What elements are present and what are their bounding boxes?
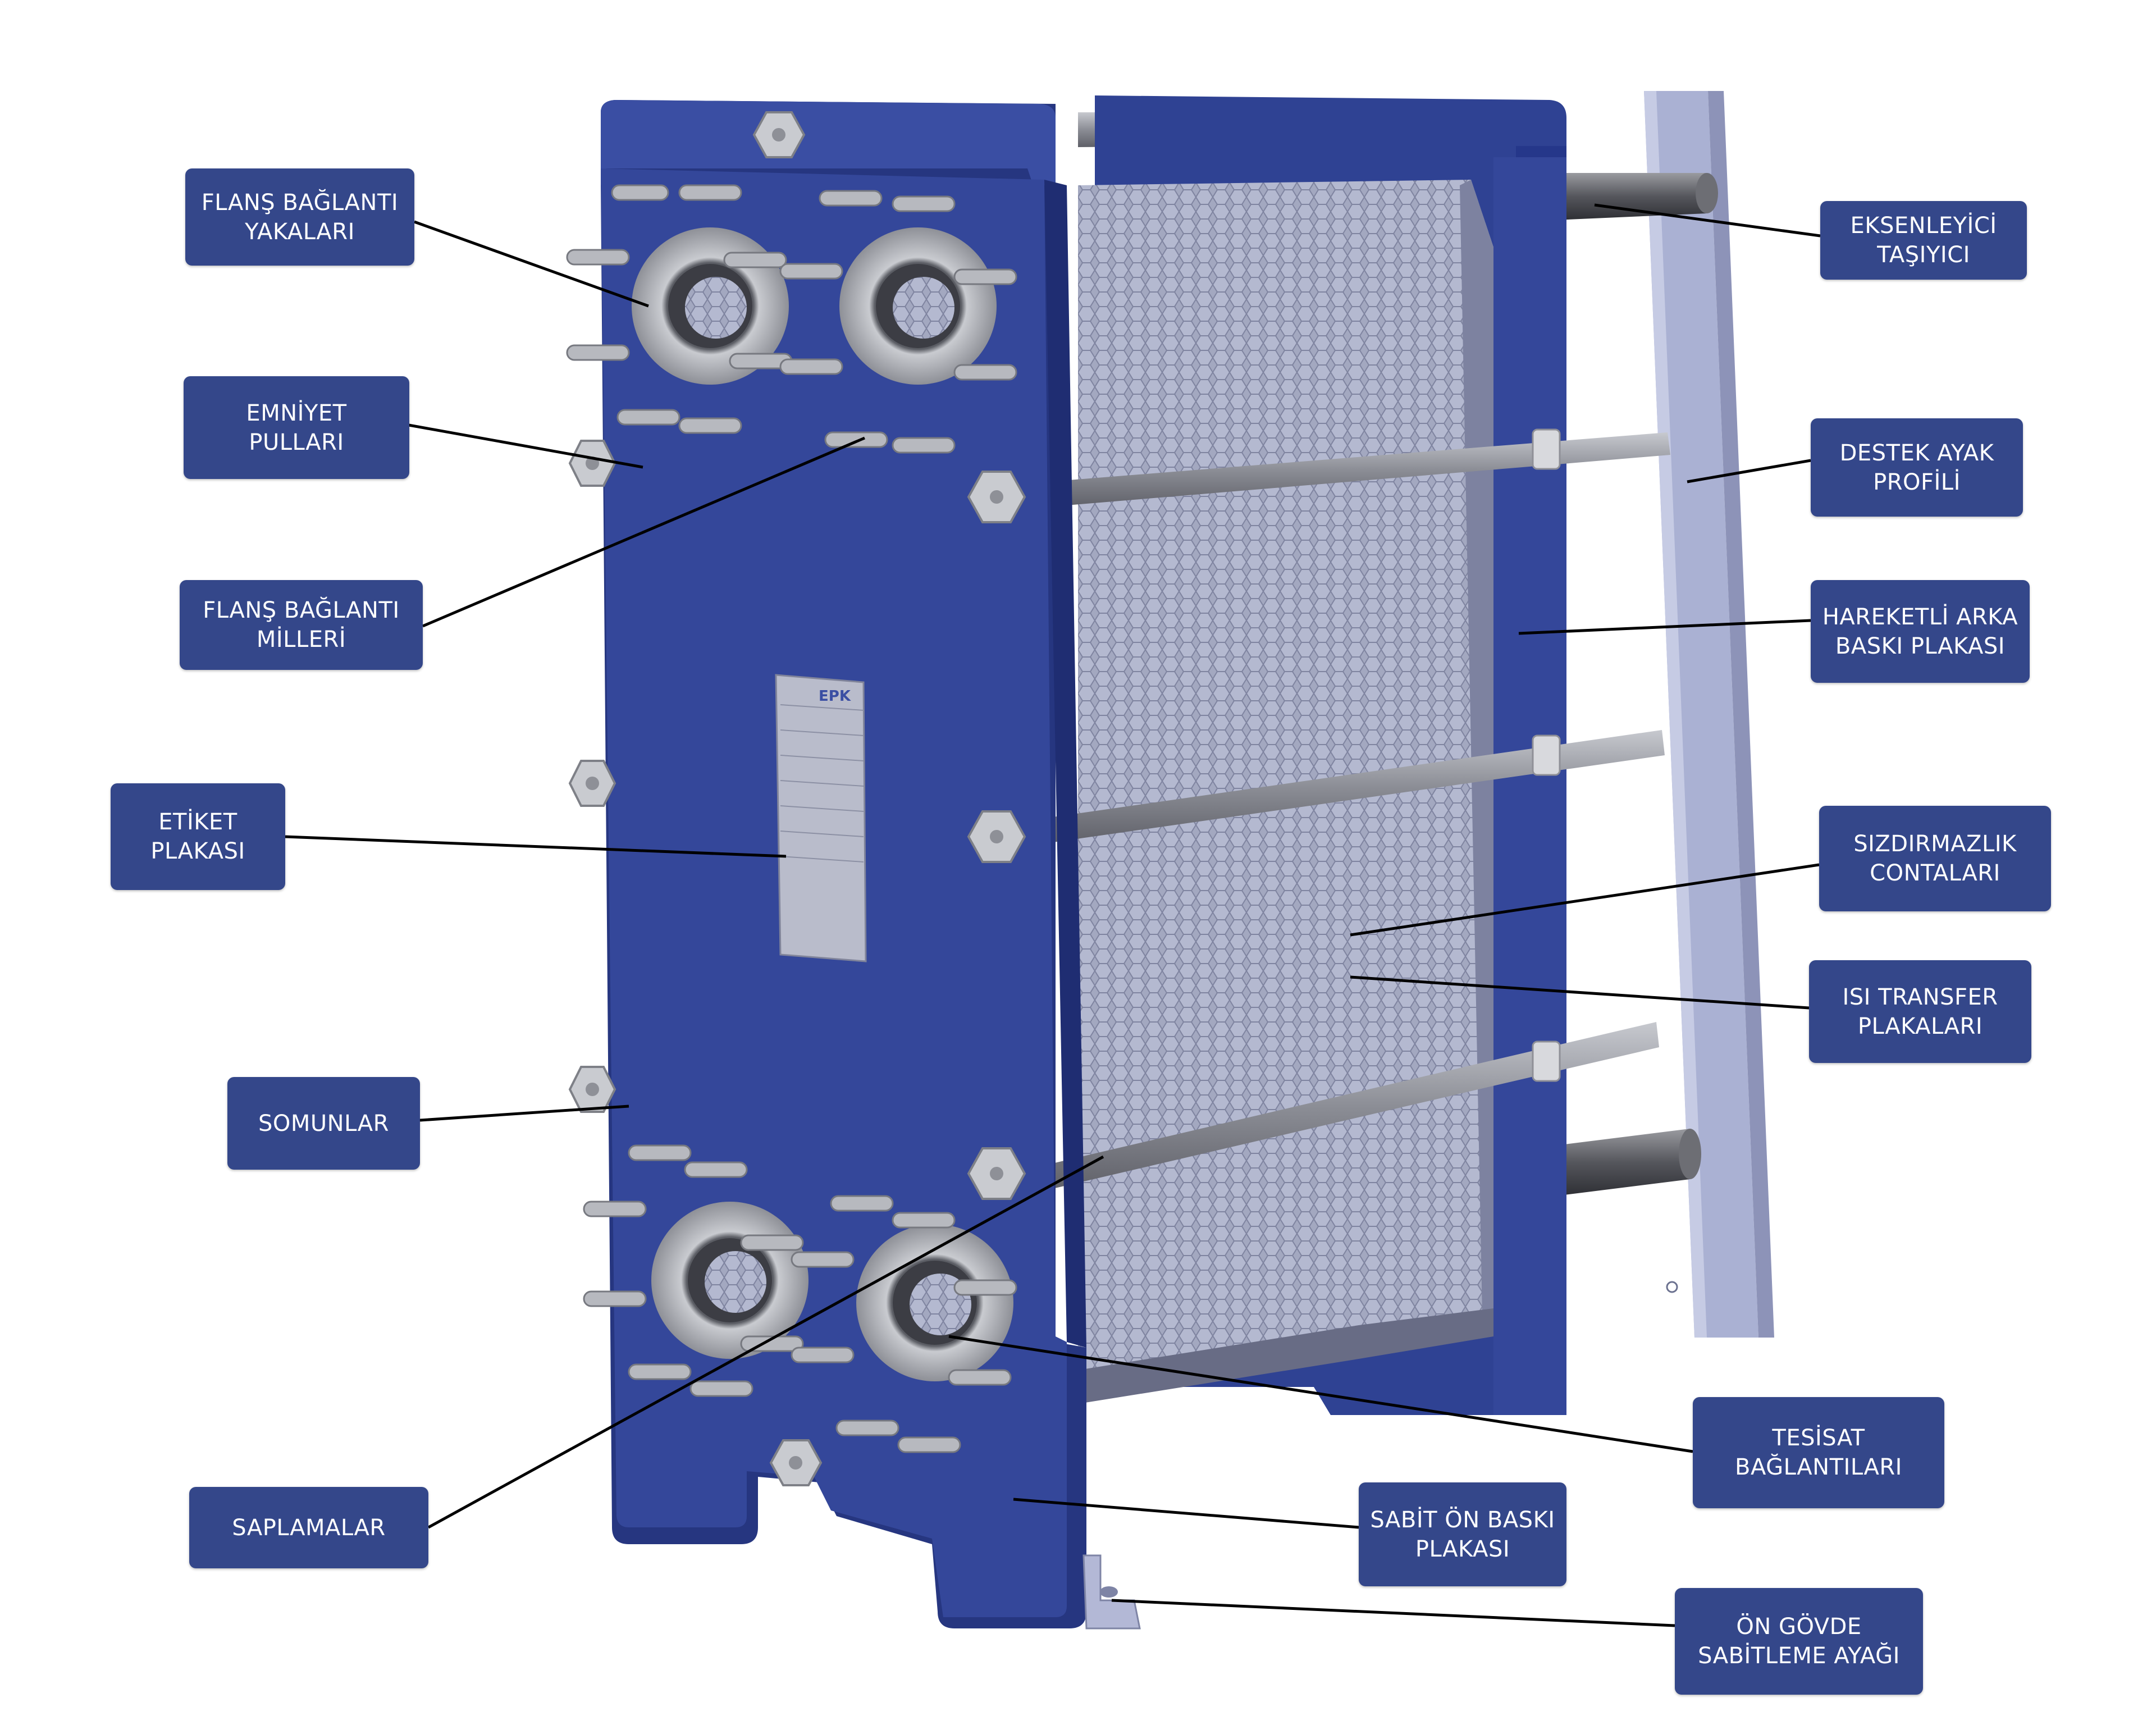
front-fixing-foot — [1082, 1554, 1141, 1630]
label-line: FLANŞ BAĞLANTI — [203, 597, 400, 623]
label-flans-baglanti-yakalari: FLANŞ BAĞLANTI YAKALARI — [185, 168, 414, 266]
label-line: TAŞIYICI — [1877, 242, 1970, 268]
label-line: ÖN GÖVDE — [1736, 1614, 1862, 1640]
label-line: ETİKET — [158, 809, 237, 835]
nameplate: EPK — [775, 674, 867, 962]
label-hareketli-arka-baski-plakasi: HAREKETLİ ARKA BASKI PLAKASI — [1811, 580, 2030, 683]
label-line: SOMUNLAR — [258, 1110, 389, 1137]
tie-rods — [1033, 428, 1670, 1193]
label-line: ISI TRANSFER — [1842, 984, 1998, 1010]
label-sabit-on-baski-plakasi: SABİT ÖN BASKI PLAKASI — [1359, 1482, 1566, 1586]
support-profile — [1644, 91, 1774, 1338]
label-line: SAPLAMALAR — [232, 1514, 386, 1541]
label-line: MİLLERİ — [256, 627, 346, 652]
label-line: DESTEK AYAK — [1839, 440, 1994, 466]
lower-flange-right — [856, 1224, 1013, 1381]
label-line: YAKALARI — [245, 218, 355, 245]
label-line: PLAKASI — [150, 838, 245, 864]
label-line: BAĞLANTILARI — [1735, 1454, 1902, 1480]
label-line: SIZDIRMAZLIK — [1853, 831, 2017, 857]
label-tesisat-baglantilari: TESİSAT BAĞLANTILARI — [1693, 1397, 1944, 1508]
label-line: BASKI PLAKASI — [1835, 633, 2006, 659]
label-line: EKSENLEYİCİ — [1850, 213, 1997, 239]
label-line: FLANŞ BAĞLANTI — [201, 189, 399, 216]
leader-lines — [285, 203, 1821, 1627]
label-line: SABİT ÖN BASKI — [1370, 1507, 1555, 1533]
lower-flange-left — [651, 1202, 808, 1359]
label-line: CONTALARI — [1870, 860, 2000, 886]
label-emniyet-pullari: EMNİYET PULLARI — [184, 376, 409, 479]
label-sizdirmazlik-contalari: SIZDIRMAZLIK CONTALARI — [1819, 806, 2051, 911]
label-line: PLAKALARI — [1857, 1013, 1983, 1039]
nameplate-brand: EPK — [819, 688, 851, 705]
label-somunlar: SOMUNLAR — [227, 1077, 420, 1170]
label-saplamalar: SAPLAMALAR — [189, 1487, 428, 1568]
label-line: PLAKASI — [1415, 1536, 1510, 1562]
label-line: PULLARI — [249, 429, 344, 455]
label-line: HAREKETLİ ARKA — [1822, 604, 2018, 630]
label-eksenleyici-tasiyici: EKSENLEYİCİ TAŞIYICI — [1820, 201, 2027, 280]
label-isi-transfer-plakalari: ISI TRANSFER PLAKALARI — [1809, 960, 2031, 1063]
label-etiket-plakasi: ETİKET PLAKASI — [111, 783, 285, 890]
rear-plate-edge — [1493, 157, 1566, 1415]
label-line: TESİSAT — [1772, 1425, 1865, 1451]
label-line: PROFİLİ — [1873, 469, 1961, 495]
label-line: SABİTLEME AYAĞI — [1698, 1643, 1900, 1669]
flange-studs — [566, 184, 1017, 1453]
upper-flange-right — [839, 227, 997, 385]
label-line: EMNİYET — [246, 400, 347, 426]
label-flans-baglanti-milleri: FLANŞ BAĞLANTI MİLLERİ — [180, 580, 423, 670]
label-on-govde-sabitleme-ayagi: ÖN GÖVDE SABİTLEME AYAĞI — [1675, 1588, 1923, 1695]
label-destek-ayak-profili: DESTEK AYAK PROFİLİ — [1811, 418, 2023, 517]
